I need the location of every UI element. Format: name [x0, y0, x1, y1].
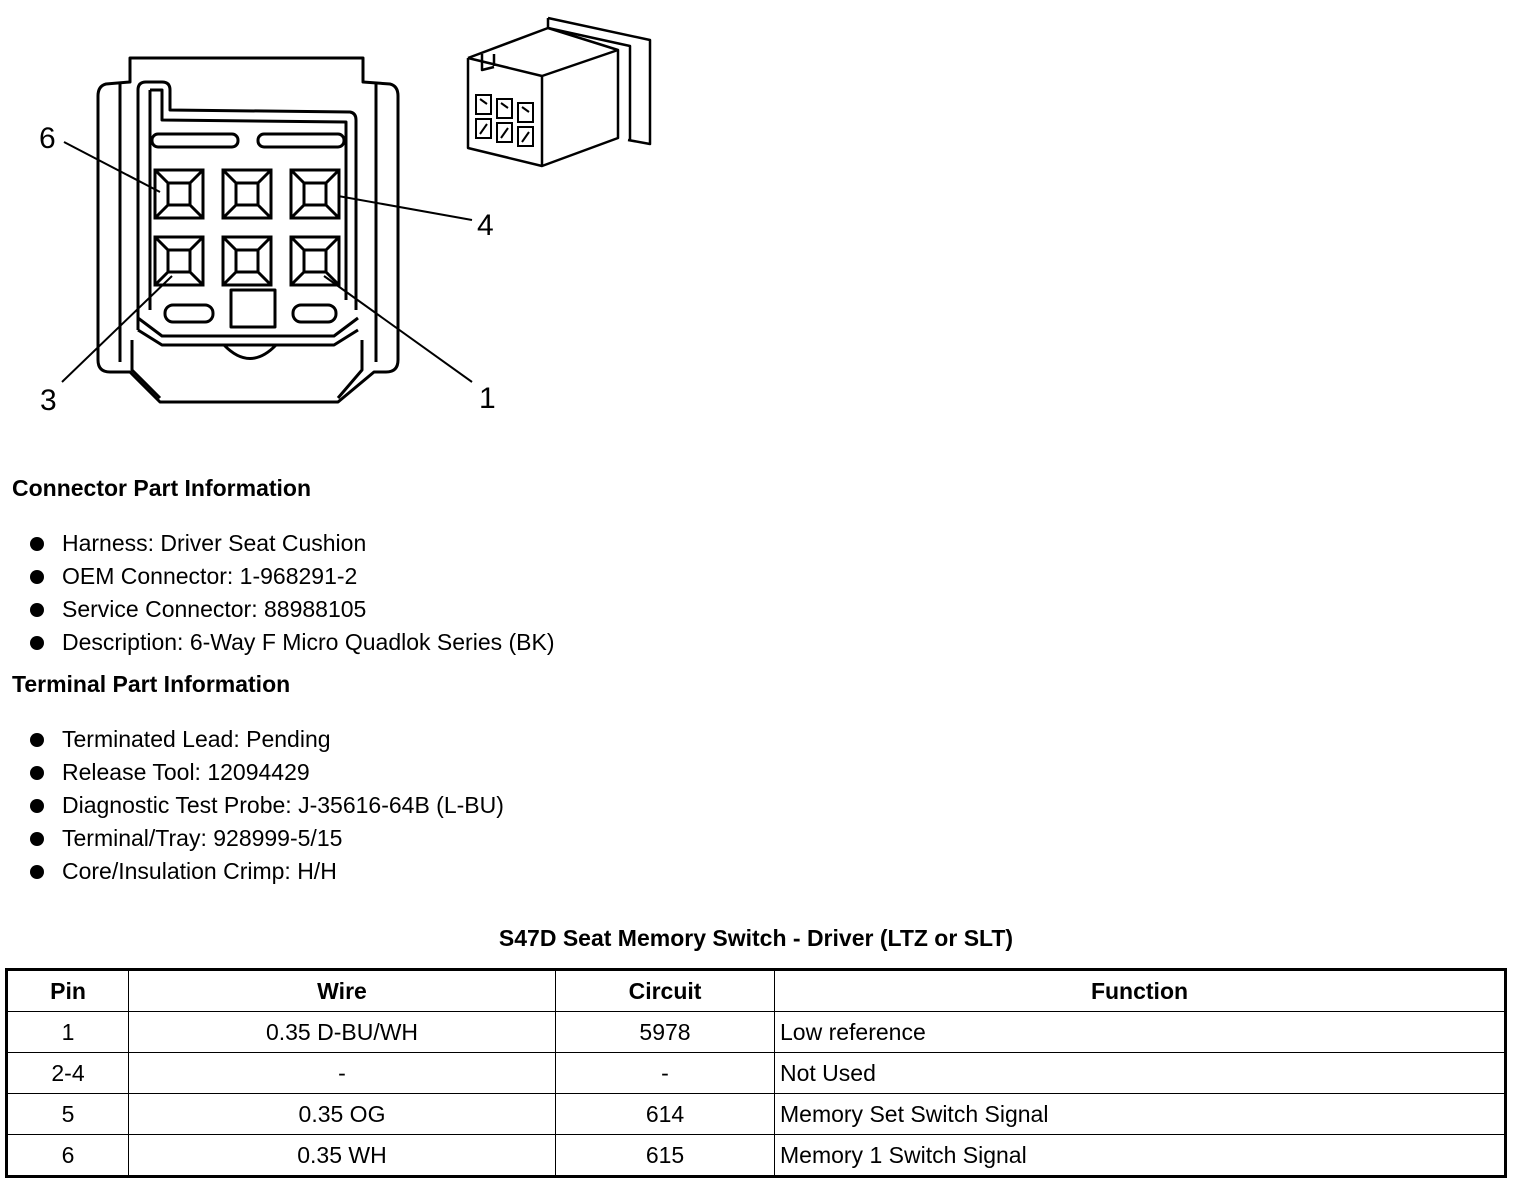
- bullet-icon: [30, 636, 44, 650]
- cavity-6: [153, 168, 205, 220]
- terminal-part-info-heading: Terminal Part Information: [12, 671, 291, 697]
- cell-wire: -: [128, 1052, 556, 1094]
- cell-circuit: 614: [555, 1093, 775, 1135]
- table-row: 5 0.35 OG 614 Memory Set Switch Signal: [6, 1093, 1506, 1135]
- list-item: Service Connector: 88988105: [28, 593, 555, 626]
- table-row: 6 0.35 WH 615 Memory 1 Switch Signal: [6, 1134, 1506, 1177]
- list-item: Diagnostic Test Probe: J-35616-64B (L-BU…: [28, 789, 504, 822]
- cell-circuit: 615: [555, 1134, 775, 1177]
- pin-label-6: 6: [39, 122, 56, 155]
- cell-wire: 0.35 OG: [128, 1093, 556, 1135]
- list-item: Terminated Lead: Pending: [28, 723, 504, 756]
- bullet-icon: [30, 537, 44, 551]
- cavity-5: [221, 168, 273, 220]
- pin-table-title: S47D Seat Memory Switch - Driver (LTZ or…: [498, 925, 1014, 951]
- cell-wire: 0.35 D-BU/WH: [128, 1011, 556, 1053]
- cell-circuit: 5978: [555, 1011, 775, 1053]
- cavity-1: [289, 235, 341, 287]
- header-pin: Pin: [6, 969, 129, 1012]
- cavity-2: [221, 235, 273, 287]
- cavity-4: [289, 168, 341, 220]
- bullet-icon: [30, 865, 44, 879]
- bullet-icon: [30, 766, 44, 780]
- connector-face-view: [96, 56, 400, 404]
- table-row: 1 0.35 D-BU/WH 5978 Low reference: [6, 1011, 1506, 1053]
- list-item: Description: 6-Way F Micro Quadlok Serie…: [28, 626, 555, 659]
- cell-pin: 5: [6, 1093, 129, 1135]
- cavity-3: [153, 235, 205, 287]
- list-item: Core/Insulation Crimp: H/H: [28, 855, 504, 888]
- pin-label-1: 1: [479, 382, 496, 415]
- pin-label-4: 4: [477, 209, 494, 242]
- isometric-cavities: [475, 94, 534, 147]
- cell-pin: 2-4: [6, 1052, 129, 1094]
- cell-wire: 0.35 WH: [128, 1134, 556, 1177]
- cell-circuit: -: [555, 1052, 775, 1094]
- bullet-icon: [30, 832, 44, 846]
- list-item: Harness: Driver Seat Cushion: [28, 527, 555, 560]
- connector-part-info-heading: Connector Part Information: [12, 475, 312, 501]
- pin-label-3: 3: [40, 384, 57, 417]
- bullet-icon: [30, 733, 44, 747]
- bullet-icon: [30, 603, 44, 617]
- cell-function: Low reference: [774, 1011, 1506, 1053]
- header-function: Function: [774, 969, 1506, 1012]
- cell-function: Memory Set Switch Signal: [774, 1093, 1506, 1135]
- connector-diagram: 6 4 3 1: [39, 16, 652, 417]
- cell-function: Memory 1 Switch Signal: [774, 1134, 1506, 1177]
- bullet-icon: [30, 570, 44, 584]
- bullet-icon: [30, 799, 44, 813]
- pin-leader-lines: [61, 141, 473, 383]
- cell-function: Not Used: [774, 1052, 1506, 1094]
- terminal-part-info-list: Terminated Lead: Pending Release Tool: 1…: [28, 723, 504, 888]
- header-wire: Wire: [128, 969, 556, 1012]
- list-item: Release Tool: 12094429: [28, 756, 504, 789]
- terminal-cavities: [153, 168, 341, 287]
- table-row: 2-4 - - Not Used: [6, 1052, 1506, 1094]
- list-item: OEM Connector: 1-968291-2: [28, 560, 555, 593]
- list-item: Terminal/Tray: 928999-5/15: [28, 822, 504, 855]
- cell-pin: 1: [6, 1011, 129, 1053]
- header-circuit: Circuit: [555, 969, 775, 1012]
- table-header-row: Pin Wire Circuit Function: [6, 969, 1506, 1012]
- connector-part-info-list: Harness: Driver Seat Cushion OEM Connect…: [28, 527, 555, 659]
- connector-isometric-view: [466, 16, 652, 168]
- cell-pin: 6: [6, 1134, 129, 1177]
- pin-table: Pin Wire Circuit Function 1 0.35 D-BU/WH…: [5, 968, 1507, 1178]
